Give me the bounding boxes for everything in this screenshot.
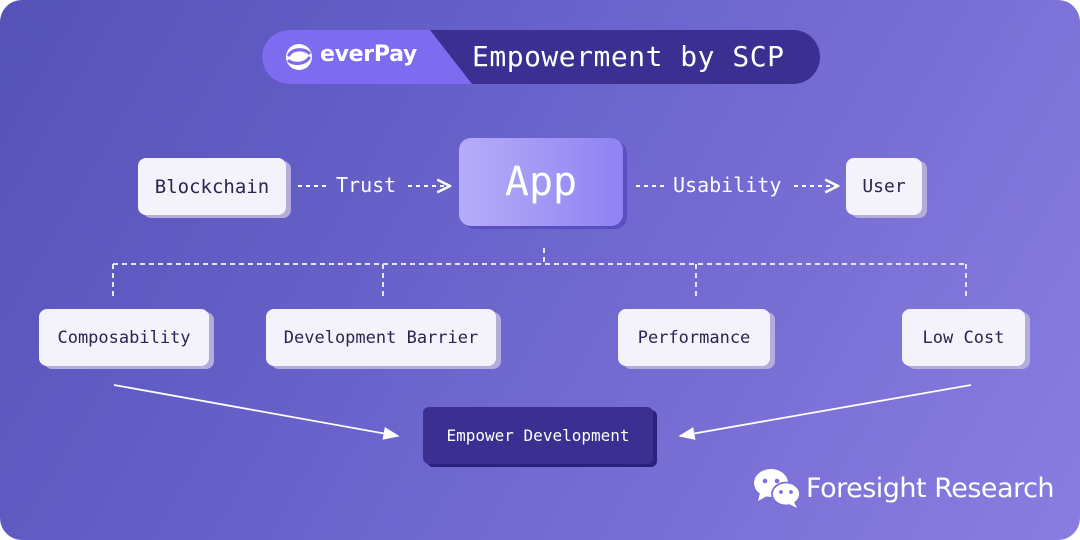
wechat-icon (754, 469, 801, 508)
page-title: Empowerment by SCP (472, 40, 785, 73)
blockchain-node: Blockchain (138, 158, 286, 215)
factor-composability: Composability (39, 309, 209, 366)
usability-label: Usability (673, 173, 782, 197)
factor-development-barrier: Development Barrier (266, 309, 496, 366)
trust-label: Trust (336, 173, 397, 197)
user-node: User (846, 158, 922, 215)
empower-development-node: Empower Development (423, 407, 653, 464)
factor-performance: Performance (618, 309, 770, 366)
header-banner: everPay Empowerment by SCP (262, 30, 820, 84)
brand-name: everPay (320, 42, 417, 67)
factor-tree-connector (112, 248, 967, 296)
app-node: App (459, 138, 623, 226)
everpay-logo-icon (286, 44, 312, 70)
converge-arrow-right (678, 384, 972, 440)
factor-low-cost: Low Cost (902, 309, 1025, 366)
brand-badge: everPay (262, 30, 472, 84)
converge-arrow-left (113, 384, 400, 440)
footer-watermark: Foresight Research (752, 466, 1055, 510)
footer-text: Foresight Research (806, 472, 1055, 504)
